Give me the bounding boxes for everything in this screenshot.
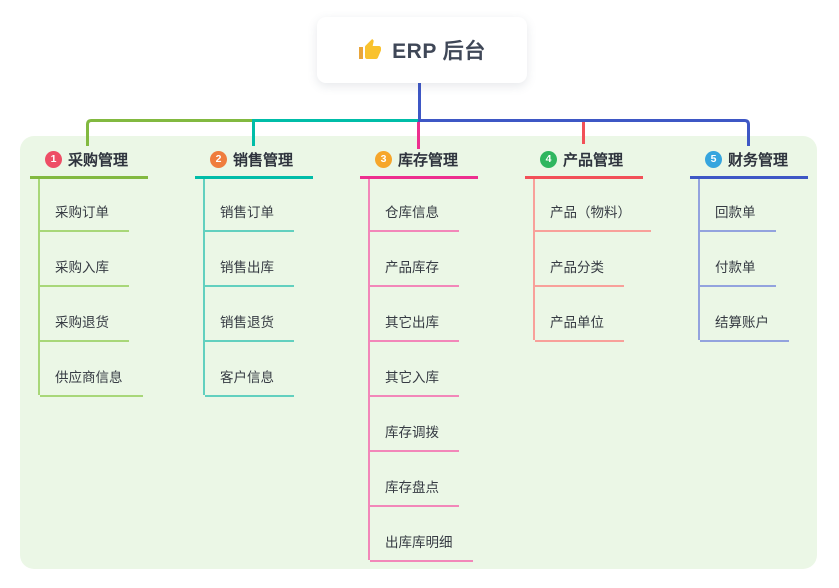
child-node-sales-return[interactable]: 销售退货: [205, 285, 294, 342]
branch-children: 产品（物料） 产品分类 产品单位: [533, 179, 651, 342]
child-node-stock-taking[interactable]: 库存盘点: [370, 450, 473, 507]
branch-purchase: 1 采购管理 采购订单 采购入库 采购退货 供应商信息: [30, 147, 160, 397]
branch-header-inventory[interactable]: 3 库存管理: [360, 147, 478, 179]
child-node-stock-transfer[interactable]: 库存调拨: [370, 395, 473, 452]
child-node-product-category[interactable]: 产品分类: [535, 230, 651, 287]
branch-header-purchase[interactable]: 1 采购管理: [30, 147, 148, 179]
child-node-product-stock[interactable]: 产品库存: [370, 230, 473, 287]
branch-children: 仓库信息 产品库存 其它出库 其它入库 库存调拨 库存盘点 出库库明细: [368, 179, 473, 562]
child-node-payment-doc[interactable]: 付款单: [700, 230, 789, 287]
child-node-warehouse-info[interactable]: 仓库信息: [370, 179, 473, 232]
child-node-receipt-doc[interactable]: 回款单: [700, 179, 789, 232]
child-node-purchase-inbound[interactable]: 采购入库: [40, 230, 143, 287]
branch-number-badge: 2: [210, 150, 227, 168]
branch-header-sales[interactable]: 2 销售管理: [195, 147, 313, 179]
branch-children: 采购订单 采购入库 采购退货 供应商信息: [38, 179, 143, 397]
branch-product: 4 产品管理 产品（物料） 产品分类 产品单位: [525, 147, 655, 342]
branch-title: 财务管理: [728, 151, 789, 169]
child-node-product-material[interactable]: 产品（物料）: [535, 179, 651, 232]
child-node-product-unit[interactable]: 产品单位: [535, 285, 651, 342]
mindmap-board: [20, 136, 817, 569]
branch-inventory: 3 库存管理 仓库信息 产品库存 其它出库 其它入库 库存调拨 库存盘点 出库库…: [360, 147, 490, 562]
child-node-other-inbound[interactable]: 其它入库: [370, 340, 473, 397]
child-node-other-outbound[interactable]: 其它出库: [370, 285, 473, 342]
child-node-sales-order[interactable]: 销售订单: [205, 179, 294, 232]
root-node[interactable]: ERP 后台: [317, 17, 527, 83]
thumbs-up-icon: [358, 38, 382, 62]
child-node-supplier-info[interactable]: 供应商信息: [40, 340, 143, 397]
branch-number-badge: 5: [705, 150, 722, 168]
branch-number-badge: 3: [375, 150, 392, 168]
child-node-settlement-account[interactable]: 结算账户: [700, 285, 789, 342]
child-node-purchase-order[interactable]: 采购订单: [40, 179, 143, 232]
branch-children: 回款单 付款单 结算账户: [698, 179, 789, 342]
branch-sales: 2 销售管理 销售订单 销售出库 销售退货 客户信息: [195, 147, 325, 397]
branch-title: 销售管理: [233, 151, 294, 169]
child-node-purchase-return[interactable]: 采购退货: [40, 285, 143, 342]
child-node-outbound-detail[interactable]: 出库库明细: [370, 505, 473, 562]
child-node-sales-outbound[interactable]: 销售出库: [205, 230, 294, 287]
branch-header-product[interactable]: 4 产品管理: [525, 147, 643, 179]
branch-title: 产品管理: [563, 151, 624, 169]
child-node-customer-info[interactable]: 客户信息: [205, 340, 294, 397]
branch-title: 库存管理: [398, 151, 459, 169]
branch-number-badge: 4: [540, 150, 557, 168]
branch-number-badge: 1: [45, 150, 62, 168]
branch-title: 采购管理: [68, 151, 129, 169]
branch-header-finance[interactable]: 5 财务管理: [690, 147, 808, 179]
branch-children: 销售订单 销售出库 销售退货 客户信息: [203, 179, 294, 397]
root-title: ERP 后台: [392, 40, 486, 63]
branch-finance: 5 财务管理 回款单 付款单 结算账户: [690, 147, 820, 342]
